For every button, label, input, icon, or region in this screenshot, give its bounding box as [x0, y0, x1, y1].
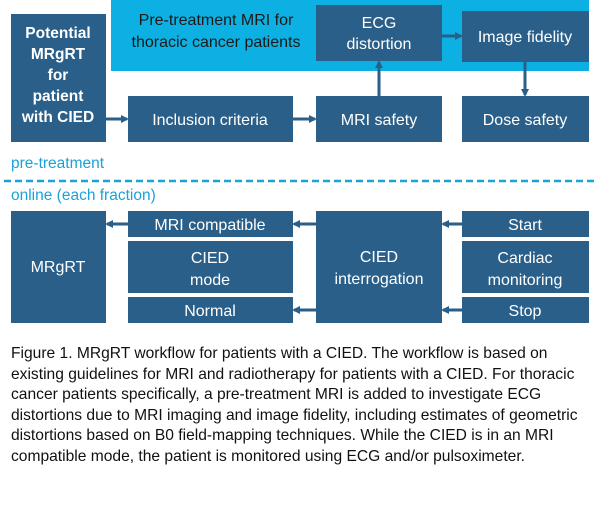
- box-inclusion-criteria-label: Inclusion criteria: [152, 112, 268, 129]
- box-start: Start: [462, 211, 589, 237]
- box-mri-compatible-label: MRI compatible: [154, 217, 265, 234]
- box-stop: Stop: [462, 297, 589, 323]
- box-inclusion-criteria: Inclusion criteria: [128, 96, 293, 142]
- box-image-fidelity: Image fidelity: [462, 11, 589, 62]
- box-image-fidelity-label: Image fidelity: [478, 29, 572, 46]
- figure-caption: Figure 1. MRgRT workflow for patients wi…: [11, 345, 578, 465]
- box-stop-label: Stop: [509, 303, 542, 320]
- box-mri-compatible: MRI compatible: [128, 211, 293, 237]
- box-mrgrt: MRgRT: [11, 211, 106, 323]
- box-mrgrt-label: MRgRT: [31, 259, 86, 276]
- box-dose-safety: Dose safety: [462, 96, 589, 142]
- box-dose-safety-label: Dose safety: [483, 112, 567, 129]
- box-start-label: Start: [508, 217, 542, 234]
- box-normal: Normal: [128, 297, 293, 323]
- phase-label-pretreatment: pre-treatment: [11, 155, 105, 172]
- box-mri-safety: MRI safety: [316, 96, 442, 142]
- box-mri-safety-label: MRI safety: [341, 112, 417, 129]
- phase-label-online: online (each fraction): [11, 187, 156, 204]
- box-normal-label: Normal: [184, 303, 236, 320]
